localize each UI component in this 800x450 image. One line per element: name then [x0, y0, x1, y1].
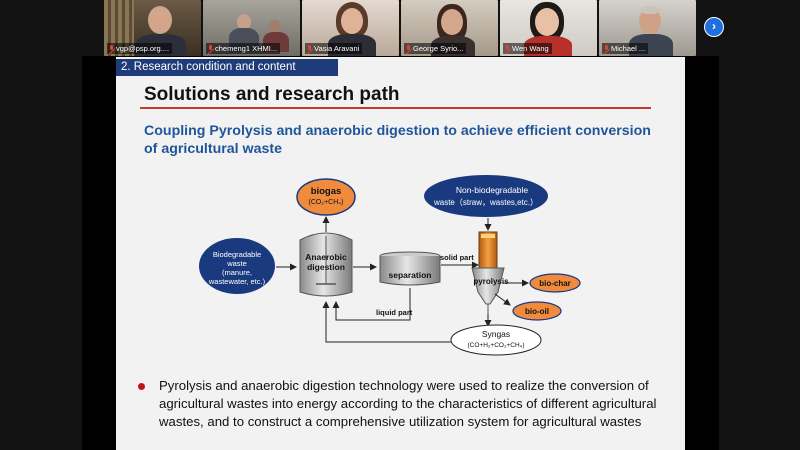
mic-muted-icon [505, 45, 510, 52]
participant-name-label: George Syrio... [404, 43, 467, 54]
syngas-node: Syngas (CO+H₂+CO₂+CH₄) [450, 324, 542, 356]
biooil-node: bio-oil [512, 301, 562, 321]
slide-subtitle: Coupling Pyrolysis and anaerobic digesti… [144, 123, 651, 157]
participant-tile[interactable]: chemeng1 XHMI... [203, 0, 300, 56]
biogas-label: biogas [311, 186, 342, 197]
arrow-to-biooil [494, 293, 511, 306]
mic-muted-icon [109, 45, 114, 52]
process-diagram: biogas (CO₂+CH₄) Biodegradable waste (ma… [199, 175, 581, 356]
arrow-liquid-part [332, 288, 411, 321]
mic-muted-icon [208, 45, 213, 52]
participant-tile[interactable]: Michael ... [599, 0, 696, 56]
anaerobic-label-1: Anaerobic [305, 252, 347, 262]
slide-title: Solutions and research path [144, 84, 400, 105]
biogas-formula: (CO₂+CH₄) [309, 199, 344, 206]
title-underline [140, 107, 651, 109]
biodegradable-label-3: (manure, [222, 268, 252, 277]
syngas-formula: (CO+H₂+CO₂+CH₄) [468, 342, 525, 349]
next-participants-button[interactable]: › [704, 17, 724, 37]
biodegradable-label-4: wastewater, etc.) [208, 277, 266, 286]
biodegradable-waste-node: Biodegradable waste (manure, wastewater,… [199, 238, 275, 294]
liquid-part-label: liquid part [376, 308, 413, 317]
biodegradable-label-1: Biodegradable [213, 250, 261, 259]
chevron-right-icon: › [712, 19, 716, 33]
participant-name-label: vgp@psp.org.... [107, 43, 173, 54]
separation-tank: separation [379, 251, 441, 286]
pyrolysis-reactor: pyrolysis [471, 231, 509, 314]
participant-tile[interactable]: Wen Wang [500, 0, 597, 56]
participant-tile[interactable]: Vasia Aravani [302, 0, 399, 56]
mic-muted-icon [406, 45, 411, 52]
arrow-syngas-return [322, 301, 451, 343]
pyrolysis-label: pyrolysis [473, 277, 509, 286]
separation-label: separation [389, 270, 432, 280]
biooil-label: bio-oil [525, 307, 549, 316]
participant-name-label: Vasia Aravani [305, 43, 363, 54]
participant-name-label: Wen Wang [503, 43, 552, 54]
participant-strip: vgp@psp.org.... chemeng1 XHMI... Vasia A… [0, 0, 800, 56]
mic-muted-icon [604, 45, 609, 52]
bullet-text: Pyrolysis and anaerobic digestion techno… [159, 378, 657, 429]
biochar-node: bio-char [529, 273, 581, 293]
nonbio-label-1: Non-biodegradable [456, 185, 529, 195]
biodegradable-label-2: waste [226, 259, 247, 268]
anaerobic-digester: Anaerobic digestion [299, 232, 353, 297]
participant-tile[interactable]: George Syrio... [401, 0, 498, 56]
participant-tile[interactable]: vgp@psp.org.... [104, 0, 201, 56]
mic-muted-icon [307, 45, 312, 52]
non-biodegradable-waste-node: Non-biodegradable waste（straw，wastes,etc… [424, 175, 548, 217]
syngas-label: Syngas [482, 329, 510, 339]
nonbio-label-2: waste（straw，wastes,etc.） [433, 198, 538, 207]
participant-name-label: chemeng1 XHMI... [206, 43, 281, 54]
biogas-node: biogas (CO₂+CH₄) [296, 178, 356, 216]
anaerobic-label-2: digestion [307, 262, 345, 272]
solid-part-label: solid part [440, 253, 474, 262]
biochar-label: bio-char [539, 279, 571, 288]
bullet-dot [138, 383, 145, 390]
participant-name-label: Michael ... [602, 43, 649, 54]
section-tab: 2. Research condition and content [116, 59, 338, 76]
